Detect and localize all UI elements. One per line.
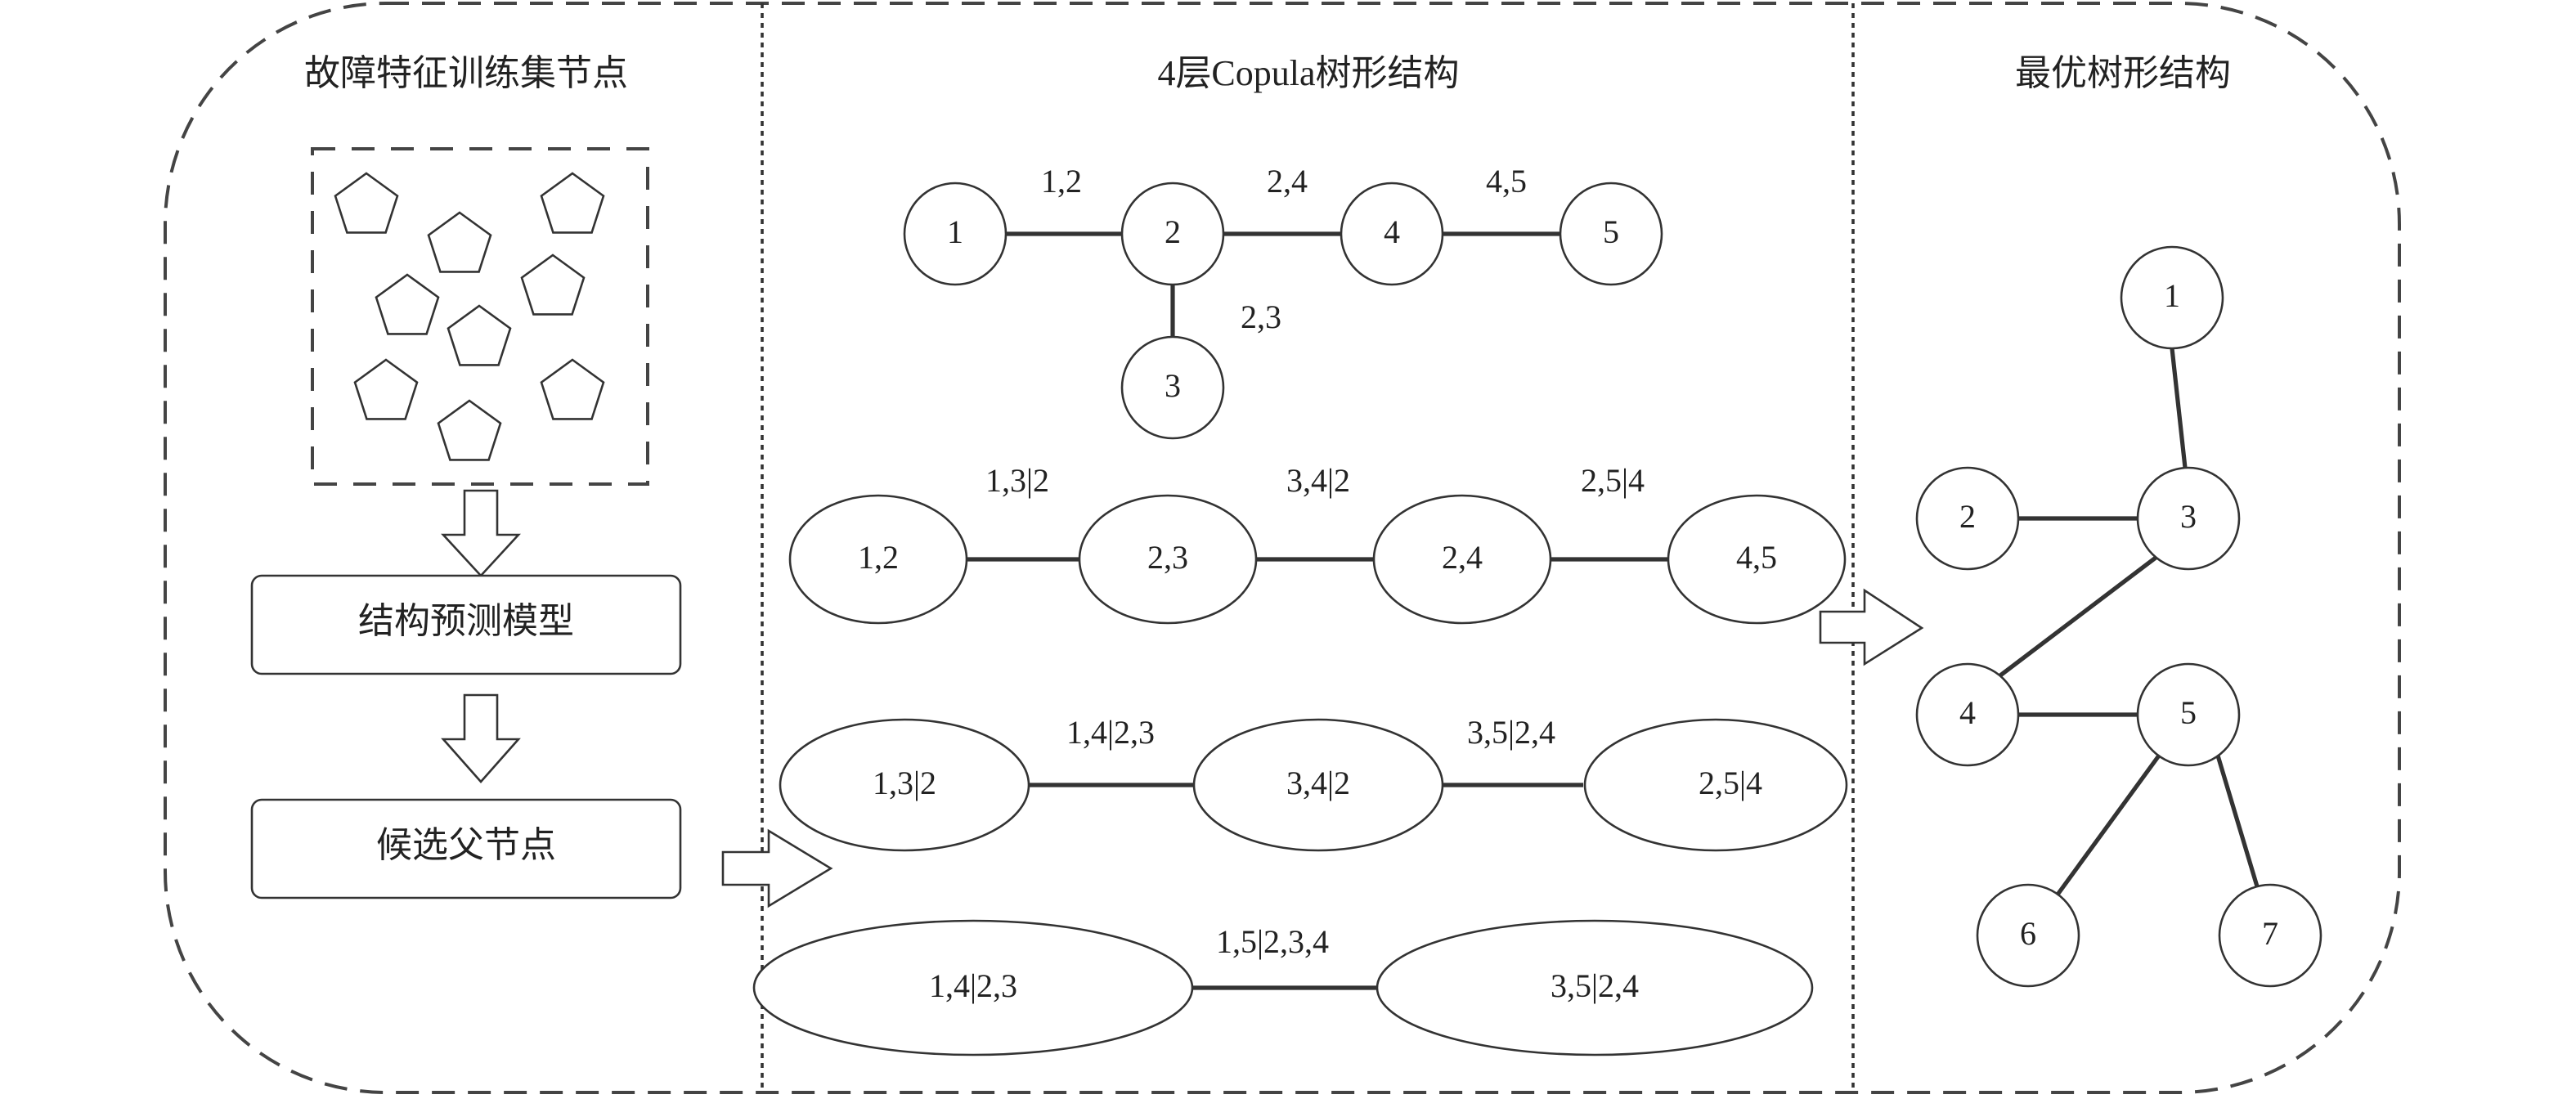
tree2-node: 2,3 — [1147, 539, 1188, 576]
pentagon-icon — [540, 172, 605, 234]
tree1-node: 1 — [947, 213, 963, 250]
right-panel-title: 最优树形结构 — [2015, 53, 2231, 93]
middle-panel-title: 4层Copula树形结构 — [1157, 53, 1459, 93]
tree1-node: 3 — [1165, 367, 1181, 404]
candidate-parent-nodes-label: 候选父节点 — [376, 825, 556, 865]
optimal-tree-node: 4 — [1959, 694, 1976, 731]
optimal-tree-node: 6 — [2020, 915, 2036, 952]
pentagon-icon — [353, 358, 419, 420]
tree4-node: 1,4|2,3 — [929, 967, 1017, 1004]
right-arrow-icon — [721, 828, 833, 908]
pentagon-icon — [334, 172, 399, 234]
tree2-node: 4,5 — [1736, 539, 1777, 576]
tree1-node: 4 — [1384, 213, 1400, 250]
tree3-node: 3,4|2 — [1286, 765, 1350, 801]
outer-container — [164, 2, 2401, 1094]
tree4-node: 3,5|2,4 — [1551, 967, 1639, 1004]
tree2-edge-label: 1,3|2 — [985, 462, 1049, 499]
optimal-tree-node: 5 — [2180, 694, 2197, 731]
tree1-edge-label: 1,2 — [1041, 163, 1082, 200]
copula-tree-level-3: 1,3|2 3,4|2 2,5|4 1,4|2,3 3,5|2,4 — [779, 714, 1848, 852]
down-arrow-icon — [441, 489, 521, 577]
tree1-node: 5 — [1603, 213, 1619, 250]
candidate-parent-nodes-box — [250, 798, 682, 899]
tree3-edge-label: 3,5|2,4 — [1467, 714, 1555, 751]
pentagon-icon — [520, 253, 586, 316]
tree4-edge-label: 1,5|2,3,4 — [1216, 923, 1329, 960]
pentagon-icon — [437, 399, 502, 461]
copula-tree-level-4: 1,4|2,3 3,5|2,4 1,5|2,3,4 — [752, 919, 1814, 1056]
training-set-nodes — [311, 147, 649, 486]
optimal-tree-node: 3 — [2180, 498, 2197, 535]
pentagon-icon — [427, 211, 492, 273]
tree3-node: 2,5|4 — [1699, 765, 1762, 801]
optimal-tree-node: 2 — [1959, 498, 1976, 535]
left-panel-title: 故障特征训练集节点 — [304, 53, 628, 93]
copula-tree-level-1: 1 2 4 5 3 1,2 2,4 4,5 2,3 — [903, 163, 1663, 440]
tree1-edge-label: 2,4 — [1267, 163, 1308, 200]
tree1-edge-label: 4,5 — [1486, 163, 1527, 200]
tree1-edge-label: 2,3 — [1241, 298, 1281, 335]
optimal-tree-node: 1 — [2164, 277, 2180, 314]
down-arrow-icon — [441, 693, 521, 783]
tree2-node: 1,2 — [858, 539, 899, 576]
tree2-edge-label: 3,4|2 — [1286, 462, 1350, 499]
tree2-edge-label: 2,5|4 — [1581, 462, 1645, 499]
structure-prediction-model-box — [250, 574, 682, 675]
tree3-edge-label: 1,4|2,3 — [1066, 714, 1155, 751]
pentagon-icon — [375, 273, 440, 335]
tree3-node: 1,3|2 — [873, 765, 936, 801]
tree1-node: 2 — [1165, 213, 1181, 250]
copula-tree-level-2: 1,2 2,3 2,4 4,5 1,3|2 3,4|2 2,5|4 — [788, 462, 1847, 625]
tree2-node: 2,4 — [1442, 539, 1483, 576]
optimal-tree-node: 7 — [2262, 915, 2278, 952]
pentagon-icon — [540, 358, 605, 420]
structure-prediction-model-label: 结构预测模型 — [358, 601, 574, 641]
right-arrow-icon — [1819, 588, 1924, 666]
pentagon-icon — [447, 304, 512, 366]
optimal-tree: 1 2 3 4 5 6 7 — [1915, 245, 2322, 988]
